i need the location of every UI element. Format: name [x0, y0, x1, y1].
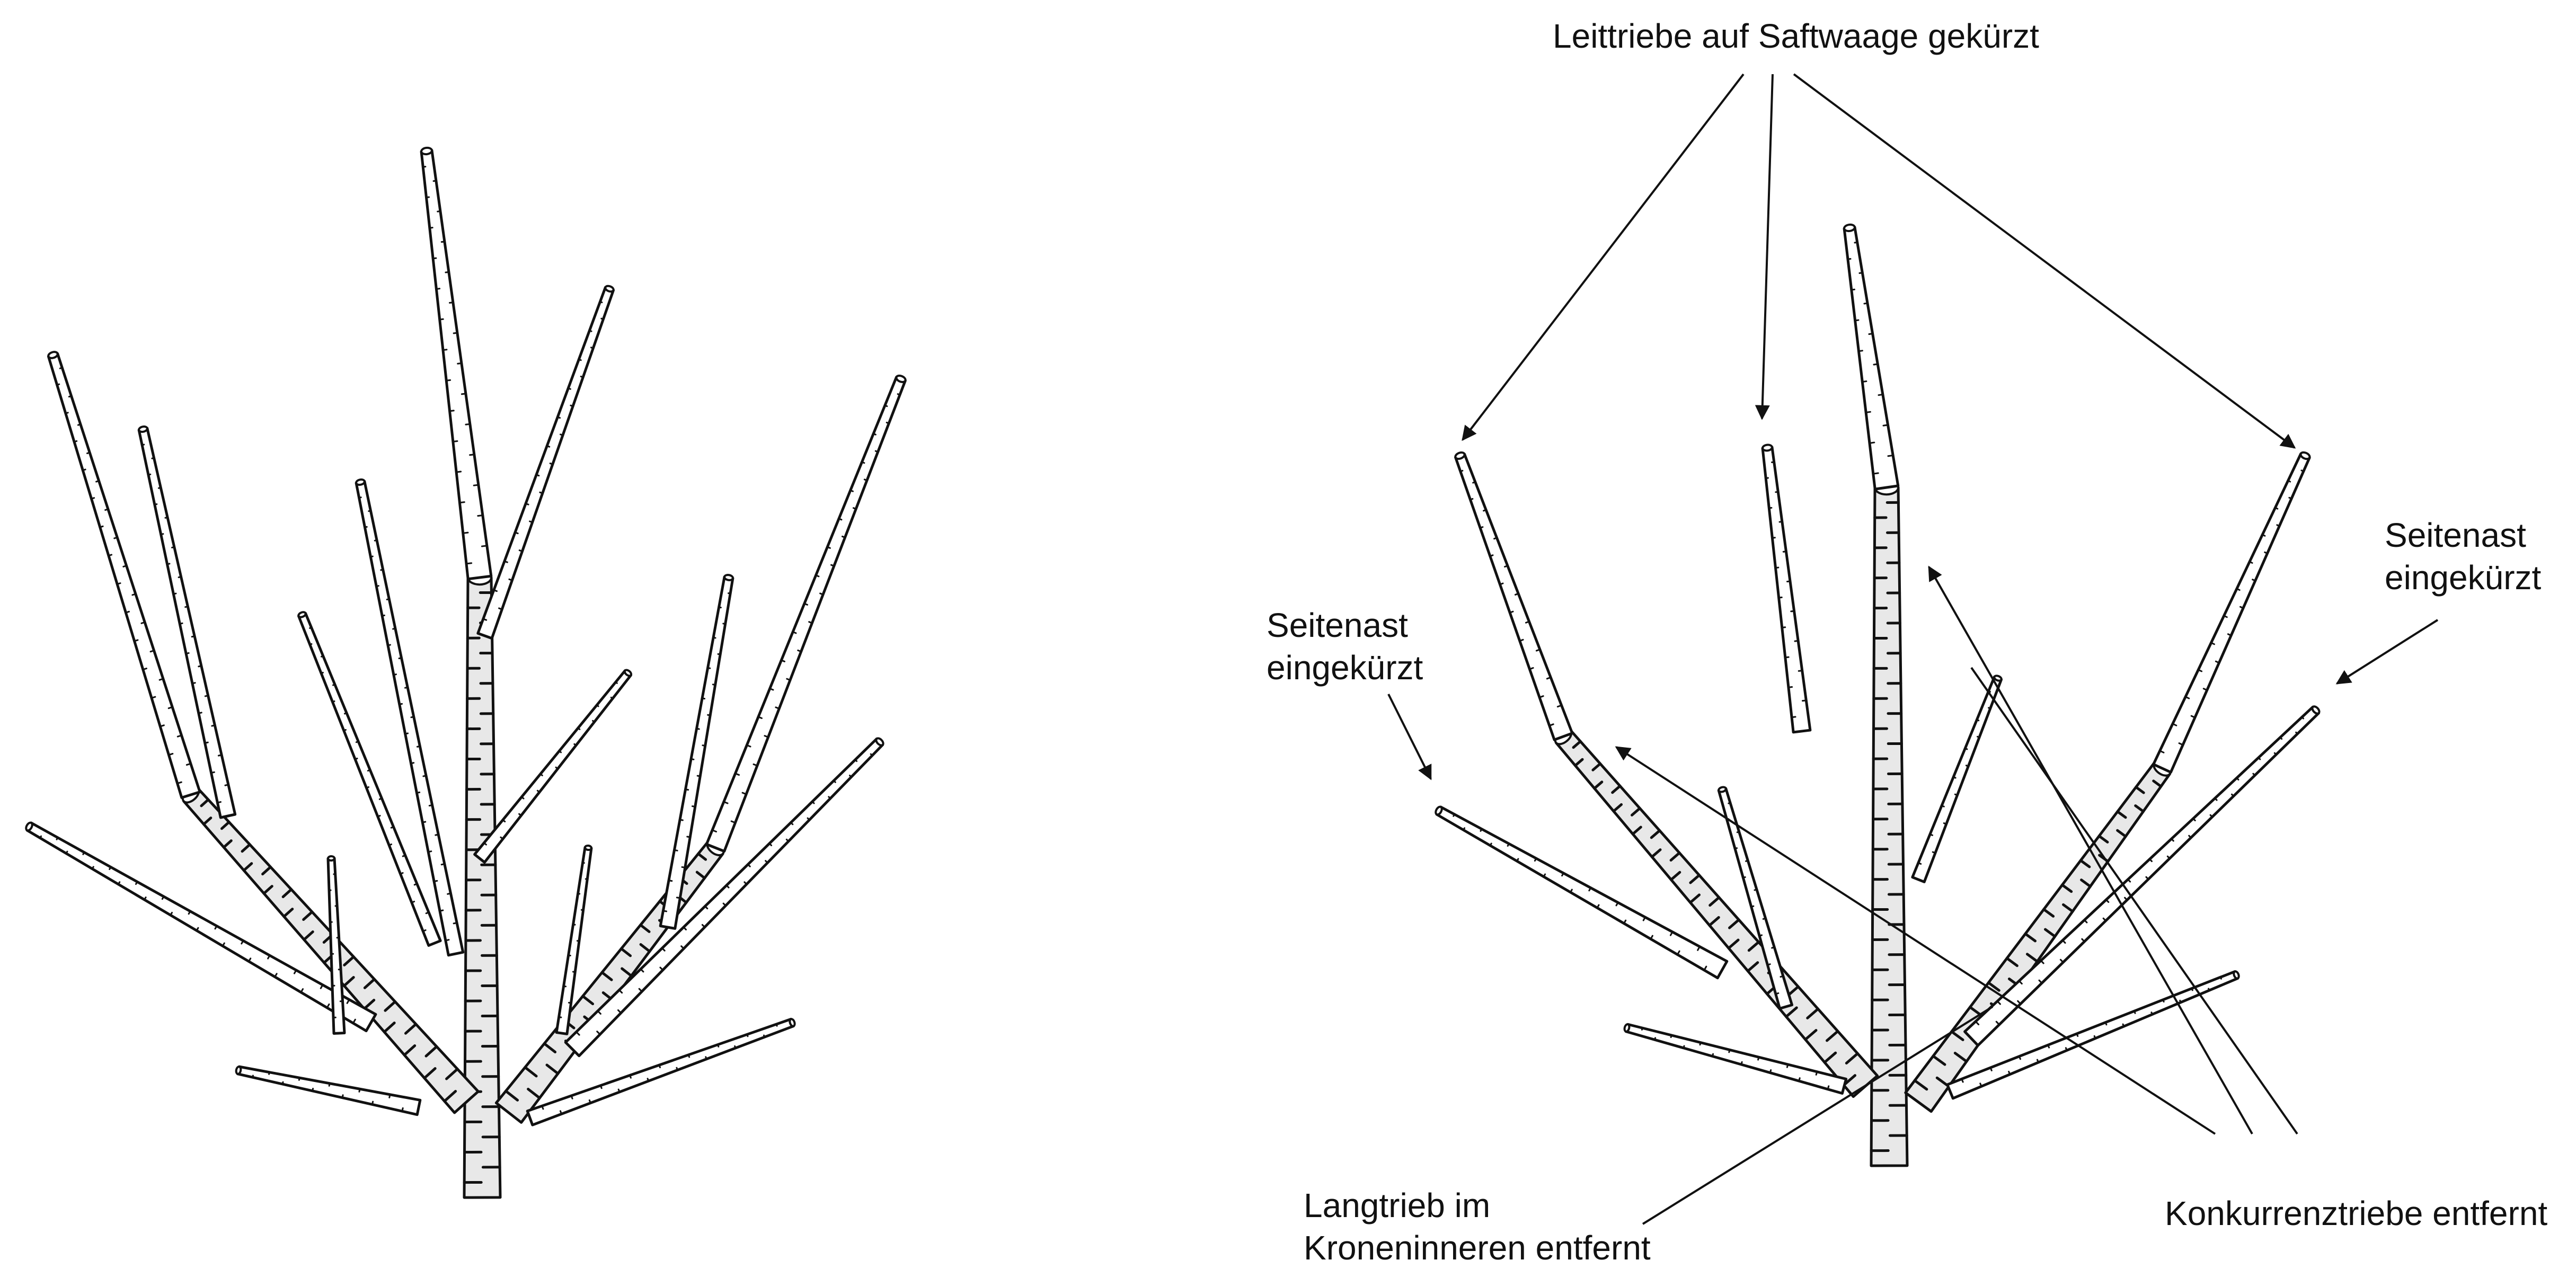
right-leader — [2154, 451, 2311, 772]
right-leader-outer — [706, 375, 906, 851]
inner-upright — [475, 669, 632, 862]
competing-shoots-label: Konkurrenztriebe entfernt — [2165, 1192, 2547, 1235]
long-shoot-label: Langtrieb im Kroneninneren entfernt — [1304, 1184, 1651, 1269]
side-branch-left-label: Seitenast eingekürzt — [1267, 604, 1423, 689]
right-scaffold — [496, 837, 726, 1122]
central-leader — [1844, 224, 1898, 489]
competing-stub — [1913, 675, 2002, 882]
leader-arrow-center — [1762, 74, 1773, 419]
central-leader — [421, 147, 491, 579]
top-right-shoot — [478, 285, 614, 638]
right-side-branch — [565, 737, 884, 1056]
trunk — [464, 571, 500, 1197]
left-leader — [1455, 451, 1572, 740]
inner-left-leader — [1762, 445, 1810, 732]
right-side-branch — [1965, 705, 2321, 1045]
tree-after-pruning — [1435, 224, 2321, 1166]
competing-shoot-line-2 — [1929, 567, 2252, 1134]
side-branch-left-arrow — [1388, 694, 1431, 779]
low-left-shoot — [235, 1066, 420, 1114]
side-branch-right-label: Seitenast eingekürzt — [2385, 514, 2541, 599]
side-branch-right-arrow — [2337, 620, 2438, 684]
annotation-arrows — [1388, 74, 2438, 1224]
tree-before-pruning — [25, 147, 906, 1197]
leader-arrow-left — [1463, 74, 1743, 440]
leader-shoots-label: Leittriebe auf Saftwaage gekürzt — [1553, 15, 2039, 57]
